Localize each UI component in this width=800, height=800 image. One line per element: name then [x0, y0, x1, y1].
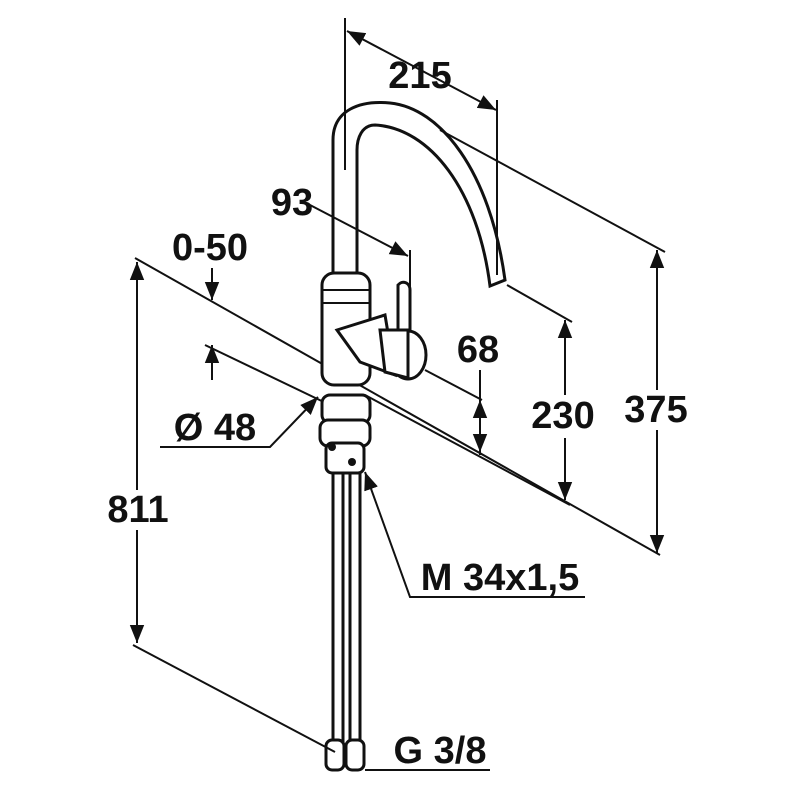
label-230: 230 [531, 395, 594, 437]
label-215: 215 [388, 55, 451, 97]
dimension-total-height: 375 [439, 129, 688, 553]
label-diameter-48: Ø 48 [174, 407, 256, 449]
dimension-spout-reach: 215 [344, 18, 498, 275]
faucet-drawing [318, 100, 507, 772]
dimension-counter-thickness: 0-50 [172, 227, 248, 380]
dimension-lever-offset: 93 [271, 182, 411, 290]
label-connection: G 3/8 [394, 730, 487, 772]
dimension-thread: M 34x1,5 [364, 471, 585, 599]
dimension-connection: G 3/8 [365, 730, 490, 772]
lever-handle [378, 280, 428, 381]
dimension-outlet-height: 230 [506, 284, 595, 500]
dimension-hose-length: 811 [107, 262, 336, 753]
label-93: 93 [271, 182, 313, 224]
dimension-base-diameter: Ø 48 [160, 396, 319, 449]
mounting-thread [318, 393, 372, 475]
hoses [324, 470, 366, 772]
label-0-50: 0-50 [172, 227, 248, 269]
label-375: 375 [624, 389, 687, 431]
label-thread: M 34x1,5 [421, 557, 579, 599]
label-811: 811 [107, 489, 168, 531]
dimension-lever-height: 68 [424, 329, 499, 455]
label-68: 68 [457, 329, 499, 371]
counter-plane-lines [134, 257, 661, 556]
spout [331, 100, 507, 289]
